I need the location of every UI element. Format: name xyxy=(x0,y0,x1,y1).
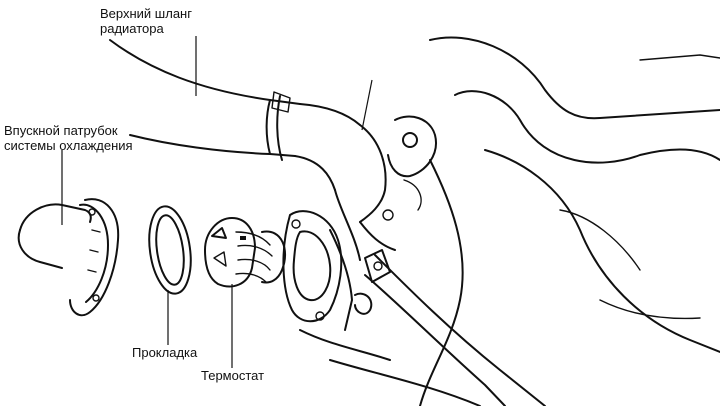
inlet-pipe-label-line1: Впускной патрубок xyxy=(4,123,118,138)
inlet-pipe-label-line2: системы охлаждения xyxy=(4,138,133,153)
engine-block xyxy=(299,36,720,407)
coolant-inlet-pipe xyxy=(17,198,120,317)
thermostat-housing xyxy=(329,115,437,331)
thermostat-label: Термостат xyxy=(201,368,265,383)
upper-radiator-hose xyxy=(109,39,361,191)
housing-flange xyxy=(282,210,343,323)
upper-hose-label-line2: радиатора xyxy=(100,21,164,36)
gasket-ring xyxy=(148,205,192,295)
leader-lines xyxy=(61,36,373,368)
upper-hose-label-line1: Верхний шланг xyxy=(100,6,192,21)
bypass-pipe xyxy=(354,249,546,407)
gasket-label: Прокладка xyxy=(132,345,198,360)
thermostat-part xyxy=(204,217,287,288)
